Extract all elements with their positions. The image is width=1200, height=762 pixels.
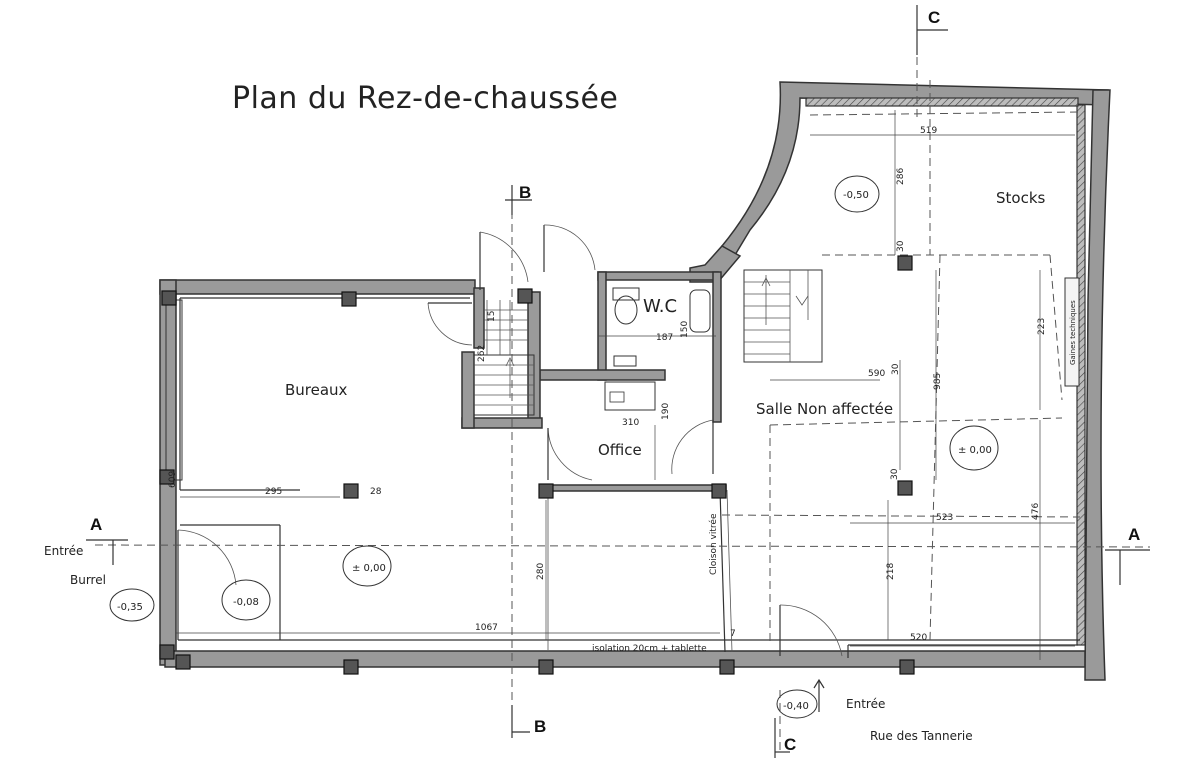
dim-187: 187 <box>656 333 673 343</box>
section-labels: A A B B C C <box>90 8 1140 754</box>
bottom-entry-label: Entrée <box>846 697 885 711</box>
dim-190: 190 <box>661 403 671 420</box>
level-stocks: -0,50 <box>843 190 869 201</box>
staircase-left <box>473 300 535 416</box>
dim-150: 150 <box>680 321 690 338</box>
wc-fixtures <box>604 287 711 411</box>
dim-218: 218 <box>886 563 896 580</box>
room-labels: Bureaux W.C Office Salle Non affectée St… <box>285 189 1046 459</box>
dim-30-a: 30 <box>896 240 906 252</box>
room-label-stocks: Stocks <box>996 189 1046 207</box>
dim-295: 295 <box>265 487 282 497</box>
room-label-bureaux: Bureaux <box>285 381 348 399</box>
dim-519: 519 <box>920 126 937 136</box>
level-bureaux-main: ± 0,00 <box>352 563 386 574</box>
section-b-top: B <box>519 183 531 202</box>
section-b-bottom: B <box>534 717 546 736</box>
section-a-left: A <box>90 515 102 534</box>
staircase-right <box>743 269 823 363</box>
section-c-top: C <box>928 8 940 27</box>
left-street-label: Burrel <box>70 573 106 587</box>
isolation-label: isolation 20cm + tablette <box>592 644 707 654</box>
dim-1067: 1067 <box>475 623 498 633</box>
plan-title: Plan du Rez-de-chaussée <box>232 81 618 116</box>
dimension-lines <box>176 110 1075 660</box>
dimension-labels: 295 28 609 1067 280 7 310 190 187 150 51… <box>168 126 1047 643</box>
section-lines <box>86 5 1151 758</box>
cloison-vitree-label: Cloison vitrée <box>708 513 719 575</box>
room-label-wc: W.C <box>643 296 677 317</box>
room-label-office: Office <box>598 441 642 459</box>
left-entry-label: Entrée <box>44 544 83 558</box>
dim-30-b: 30 <box>891 363 901 375</box>
dim-223: 223 <box>1037 318 1047 335</box>
dim-28: 28 <box>370 487 382 497</box>
dim-476: 476 <box>1031 503 1041 520</box>
door-swings <box>177 224 843 657</box>
section-a-right: A <box>1128 525 1140 544</box>
interior-lines <box>165 80 1081 658</box>
dim-985: 985 <box>933 373 943 390</box>
annotations: Cloison vitrée isolation 20cm + tablette… <box>592 300 1077 654</box>
dim-609: 609 <box>168 471 178 488</box>
section-c-bottom: C <box>784 735 796 754</box>
bottom-street-label: Rue des Tannerie <box>870 729 973 743</box>
level-bureaux-entry: -0,08 <box>233 597 259 608</box>
dim-30-c: 30 <box>890 468 900 480</box>
level-bottom-entry: -0,40 <box>783 701 809 712</box>
dim-523: 523 <box>936 513 953 523</box>
level-markers <box>109 175 999 719</box>
level-salle: ± 0,00 <box>958 445 992 456</box>
dim-590: 590 <box>868 369 885 379</box>
level-labels: ± 0,00 -0,08 -0,35 -0,50 ± 0,00 -0,40 <box>117 190 992 712</box>
room-label-salle: Salle Non affectée <box>756 400 893 418</box>
dim-280: 280 <box>536 563 546 580</box>
dim-286: 286 <box>896 168 906 185</box>
dim-15: 15 <box>487 311 497 322</box>
dim-310: 310 <box>622 418 639 428</box>
level-outside-left: -0,35 <box>117 602 143 613</box>
gaines-label: Gaines techniques <box>1069 300 1077 365</box>
exterior-walls <box>159 81 1111 681</box>
dim-7: 7 <box>730 629 736 639</box>
structural-pillars <box>159 255 915 675</box>
dim-520: 520 <box>910 633 927 643</box>
entry-labels: Entrée Burrel Entrée Rue des Tannerie <box>44 544 973 743</box>
dim-262: 262 <box>477 345 487 362</box>
